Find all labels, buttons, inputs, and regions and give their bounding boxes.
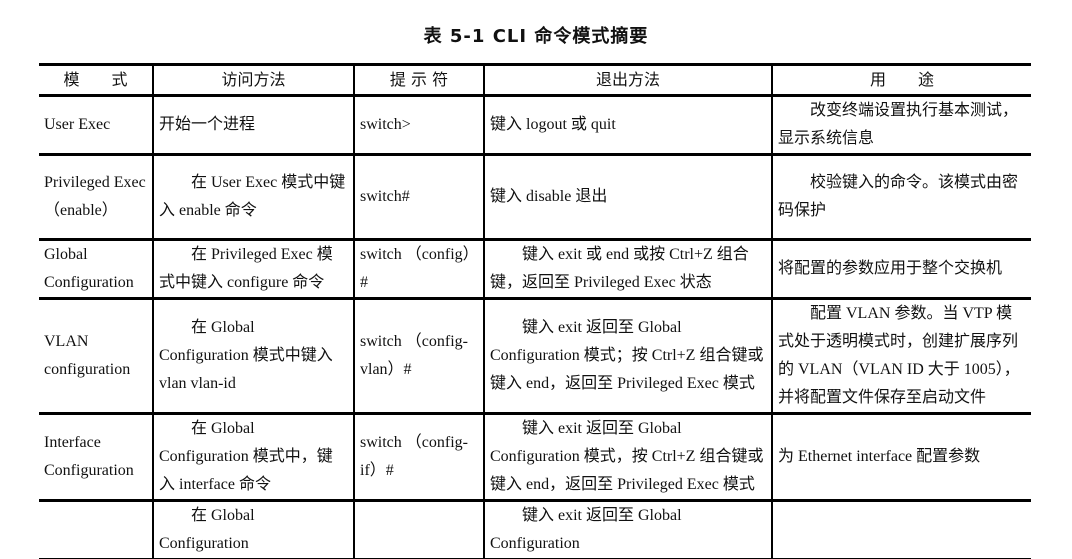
table-row: 在 Global Configuration 键入 exit 返回至 Globa… bbox=[39, 500, 1031, 559]
cell-access: 开始一个进程 bbox=[152, 95, 355, 156]
cell-access: 在 Global Configuration bbox=[152, 500, 355, 559]
header-usage: 用 途 bbox=[771, 63, 1031, 97]
cell-usage: 为 Ethernet interface 配置参数 bbox=[771, 413, 1031, 502]
cli-modes-table: 模 式 访问方法 提 示 符 退出方法 用 途 User Exec 开始一个进程… bbox=[39, 63, 1031, 559]
cell-mode: Global Configuration bbox=[39, 239, 154, 300]
cell-prompt: switch （config-vlan）# bbox=[353, 298, 485, 415]
cell-prompt bbox=[353, 500, 485, 559]
cell-usage: 校验键入的命令。该模式由密码保护 bbox=[771, 154, 1031, 241]
cell-exit: 键入 logout 或 quit bbox=[483, 95, 773, 156]
table-row: Interface Configuration 在 Global Configu… bbox=[39, 413, 1031, 502]
table-title: 表 5-1 CLI 命令模式摘要 bbox=[423, 26, 649, 47]
cell-prompt: switch （config）# bbox=[353, 239, 485, 300]
cell-mode: Privileged Exec （enable） bbox=[39, 154, 154, 241]
cell-usage bbox=[771, 500, 1031, 559]
cell-usage: 将配置的参数应用于整个交换机 bbox=[771, 239, 1031, 300]
cell-usage: 改变终端设置执行基本测试，显示系统信息 bbox=[771, 95, 1031, 156]
cell-exit: 键入 exit 或 end 或按 Ctrl+Z 组合键，返回至 Privileg… bbox=[483, 239, 773, 300]
header-exit: 退出方法 bbox=[483, 63, 773, 97]
cell-access: 在 Privileged Exec 模式中键入 configure 命令 bbox=[152, 239, 355, 300]
header-mode: 模 式 bbox=[39, 63, 154, 97]
cell-access: 在 User Exec 模式中键入 enable 命令 bbox=[152, 154, 355, 241]
table-row: User Exec 开始一个进程 switch> 键入 logout 或 qui… bbox=[39, 95, 1031, 156]
cell-access: 在 Global Configuration 模式中，键入 interface … bbox=[152, 413, 355, 502]
header-row: 模 式 访问方法 提 示 符 退出方法 用 途 bbox=[39, 63, 1031, 97]
cell-mode: Interface Configuration bbox=[39, 413, 154, 502]
table-row: VLAN configuration 在 Global Configuratio… bbox=[39, 298, 1031, 415]
header-access: 访问方法 bbox=[152, 63, 355, 97]
cell-prompt: switch> bbox=[353, 95, 485, 156]
cell-usage: 配置 VLAN 参数。当 VTP 模式处于透明模式时，创建扩展序列的 VLAN（… bbox=[771, 298, 1031, 415]
cell-exit: 键入 exit 返回至 Global Configuration bbox=[483, 500, 773, 559]
cell-mode bbox=[39, 500, 154, 559]
table-row: Global Configuration 在 Privileged Exec 模… bbox=[39, 239, 1031, 300]
cell-prompt: switch# bbox=[353, 154, 485, 241]
header-prompt: 提 示 符 bbox=[353, 63, 485, 97]
cell-mode: VLAN configuration bbox=[39, 298, 154, 415]
cell-exit: 键入 exit 返回至 Global Configuration 模式；按 Ct… bbox=[483, 298, 773, 415]
cell-exit: 键入 exit 返回至 Global Configuration 模式，按 Ct… bbox=[483, 413, 773, 502]
cell-prompt: switch （config-if）# bbox=[353, 413, 485, 502]
cell-exit: 键入 disable 退出 bbox=[483, 154, 773, 241]
cell-mode: User Exec bbox=[39, 95, 154, 156]
table-row: Privileged Exec （enable） 在 User Exec 模式中… bbox=[39, 154, 1031, 241]
cell-access: 在 Global Configuration 模式中键入 vlan vlan-i… bbox=[152, 298, 355, 415]
